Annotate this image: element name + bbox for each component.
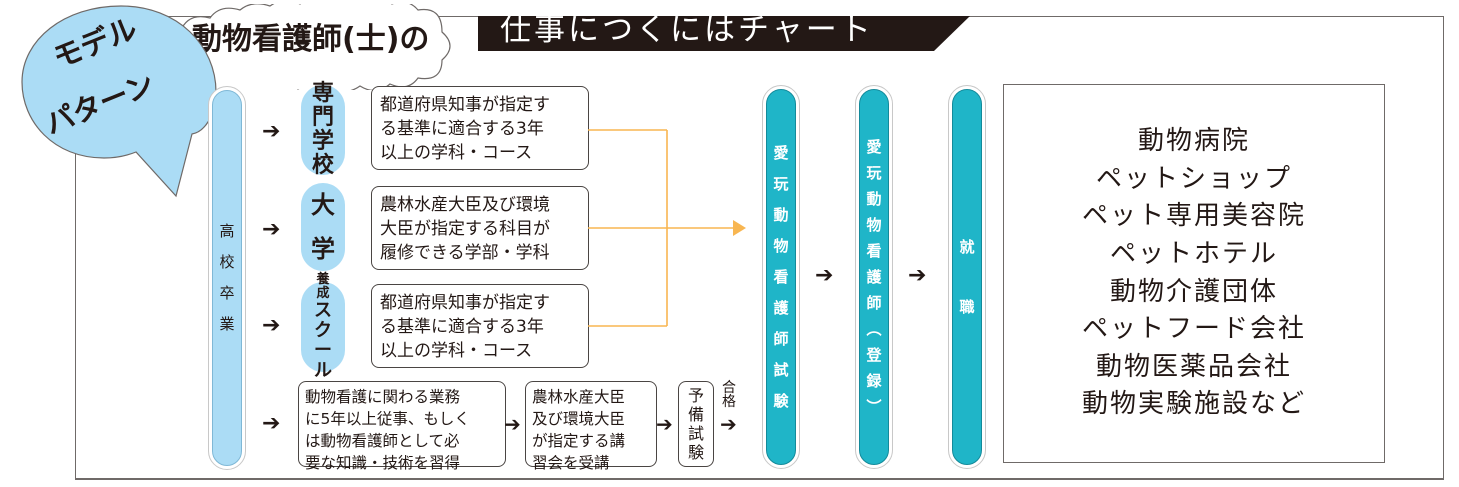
- start-pill: 高 校 卒 業: [208, 86, 246, 470]
- school-char: 養: [316, 272, 330, 287]
- school-char: ス: [314, 300, 332, 321]
- school-char: 門: [311, 105, 334, 130]
- school-char: 学: [311, 235, 335, 263]
- prelim-exam-char: 験: [687, 443, 704, 462]
- job-destinations-box: 動物病院ペットショップペット専用美容院ペットホテル動物介護団体ペットフード会社動…: [1003, 84, 1385, 463]
- school-char: 学: [311, 129, 334, 154]
- step-char: 験: [773, 391, 789, 410]
- arrow-icon: ➔: [908, 263, 927, 288]
- step-char: ︵: [866, 320, 882, 338]
- step-char: 愛: [866, 138, 882, 156]
- orange-arrowhead-icon: [733, 220, 746, 236]
- step-pill-employment-label: 就職: [952, 89, 982, 465]
- chart-title: 仕事につくにはチャート: [500, 12, 874, 48]
- school-pill-training-school: 養 成 ス ク ー ル: [301, 273, 345, 381]
- arrow-icon: ➔: [262, 313, 281, 338]
- start-char: 業: [219, 315, 235, 333]
- step-char: 護: [773, 298, 789, 317]
- step-char: 物: [773, 236, 789, 255]
- step-char: 玩: [866, 164, 882, 182]
- school-char: 専: [311, 81, 334, 106]
- school-pill-vocational: 専 門 学 校: [301, 81, 345, 178]
- arrow-icon: ➔: [656, 412, 673, 436]
- prelim-exam-char: 備: [687, 405, 704, 424]
- school-char: 成: [316, 286, 330, 301]
- school-char: 大: [311, 191, 335, 219]
- step-char: 録: [866, 372, 882, 390]
- title-band-shape: [478, 16, 970, 51]
- experience-box: 動物看護に関わる業務 に5年以上従事、もしく は動物看護師として必 要な知識・技…: [298, 381, 506, 472]
- step-char: 動: [866, 190, 882, 208]
- start-char: 高: [219, 222, 235, 240]
- pass-char: 合: [722, 380, 736, 396]
- start-char: 校: [219, 253, 235, 271]
- vocational-requirement-box: 都道府県知事が指定す る基準に適合する3年 以上の学科・コース: [371, 86, 589, 170]
- step-char: 師: [866, 294, 882, 312]
- school-char: ク: [314, 320, 332, 341]
- step-char: 登: [866, 346, 882, 364]
- arrow-icon: ➔: [262, 119, 281, 144]
- arrow-icon: ➔: [504, 412, 521, 436]
- step-pill-registration-label: 愛玩動物看護師 ︵ 登録 ︶: [859, 89, 889, 465]
- step-pill-registration: 愛玩動物看護師 ︵ 登録 ︶: [855, 85, 893, 469]
- orange-connector: [588, 129, 746, 327]
- job-item: 動物介護団体: [1109, 276, 1278, 307]
- job-item: 動物病院: [1137, 126, 1250, 157]
- step-char: 看: [866, 242, 882, 260]
- prelim-exam-box: 予 備 試 験: [678, 381, 714, 467]
- job-item: ペットフード会社: [1081, 314, 1306, 345]
- prelim-exam-char: 試: [687, 424, 704, 443]
- step-char: 愛: [773, 143, 789, 162]
- school-char: 校: [311, 153, 334, 178]
- step-char: 就: [959, 238, 975, 256]
- speech-bubble: [21, 5, 217, 198]
- step-char: ︶: [866, 398, 882, 416]
- prelim-exam-char: 予: [687, 386, 704, 405]
- job-item: ペット専用美容院: [1081, 201, 1306, 232]
- step-char: 物: [866, 216, 882, 234]
- title-band: [478, 11, 970, 51]
- cloud-shape: [158, 4, 451, 90]
- step-char: 玩: [773, 174, 789, 193]
- arrow-icon: ➔: [262, 411, 281, 436]
- cloud-title: 動物看護師(士)の: [192, 22, 430, 57]
- job-item: 動物実験施設など: [1081, 389, 1306, 420]
- arrow-icon: ➔: [815, 263, 834, 288]
- pass-char: 格: [722, 394, 736, 410]
- arrow-icon: ➔: [720, 412, 737, 436]
- step-pill-exam-label: 愛玩動物看護師試験: [766, 89, 796, 465]
- job-item: ペットショップ: [1095, 163, 1292, 194]
- course-box: 農林水産大臣 及び環境大臣 が指定する講 習会を受講: [525, 381, 657, 472]
- school-char: ー: [314, 340, 332, 361]
- step-char: 試: [773, 360, 789, 379]
- arrow-icon: ➔: [262, 217, 281, 242]
- step-pill-employment: 就職: [948, 85, 986, 469]
- training-school-requirement-box: 都道府県知事が指定す る基準に適合する3年 以上の学科・コース: [371, 284, 589, 368]
- school-pill-university: 大 学: [301, 183, 345, 271]
- school-char: ル: [314, 360, 332, 381]
- step-char: 護: [866, 268, 882, 286]
- start-char: 卒: [219, 284, 235, 302]
- university-requirement-box: 農林水産大臣及び環境 大臣が指定する科目が 履修できる学部・学科: [371, 186, 589, 270]
- pass-label: 合 格: [722, 381, 736, 409]
- step-char: 師: [773, 329, 789, 348]
- job-item: 動物医薬品会社: [1095, 351, 1292, 382]
- step-pill-exam: 愛玩動物看護師試験: [762, 85, 800, 469]
- job-item: ペットホテル: [1109, 238, 1278, 269]
- start-pill-label: 高 校 卒 業: [212, 90, 242, 466]
- step-char: 職: [959, 298, 975, 316]
- step-char: 動: [773, 205, 789, 224]
- step-char: 看: [773, 267, 789, 286]
